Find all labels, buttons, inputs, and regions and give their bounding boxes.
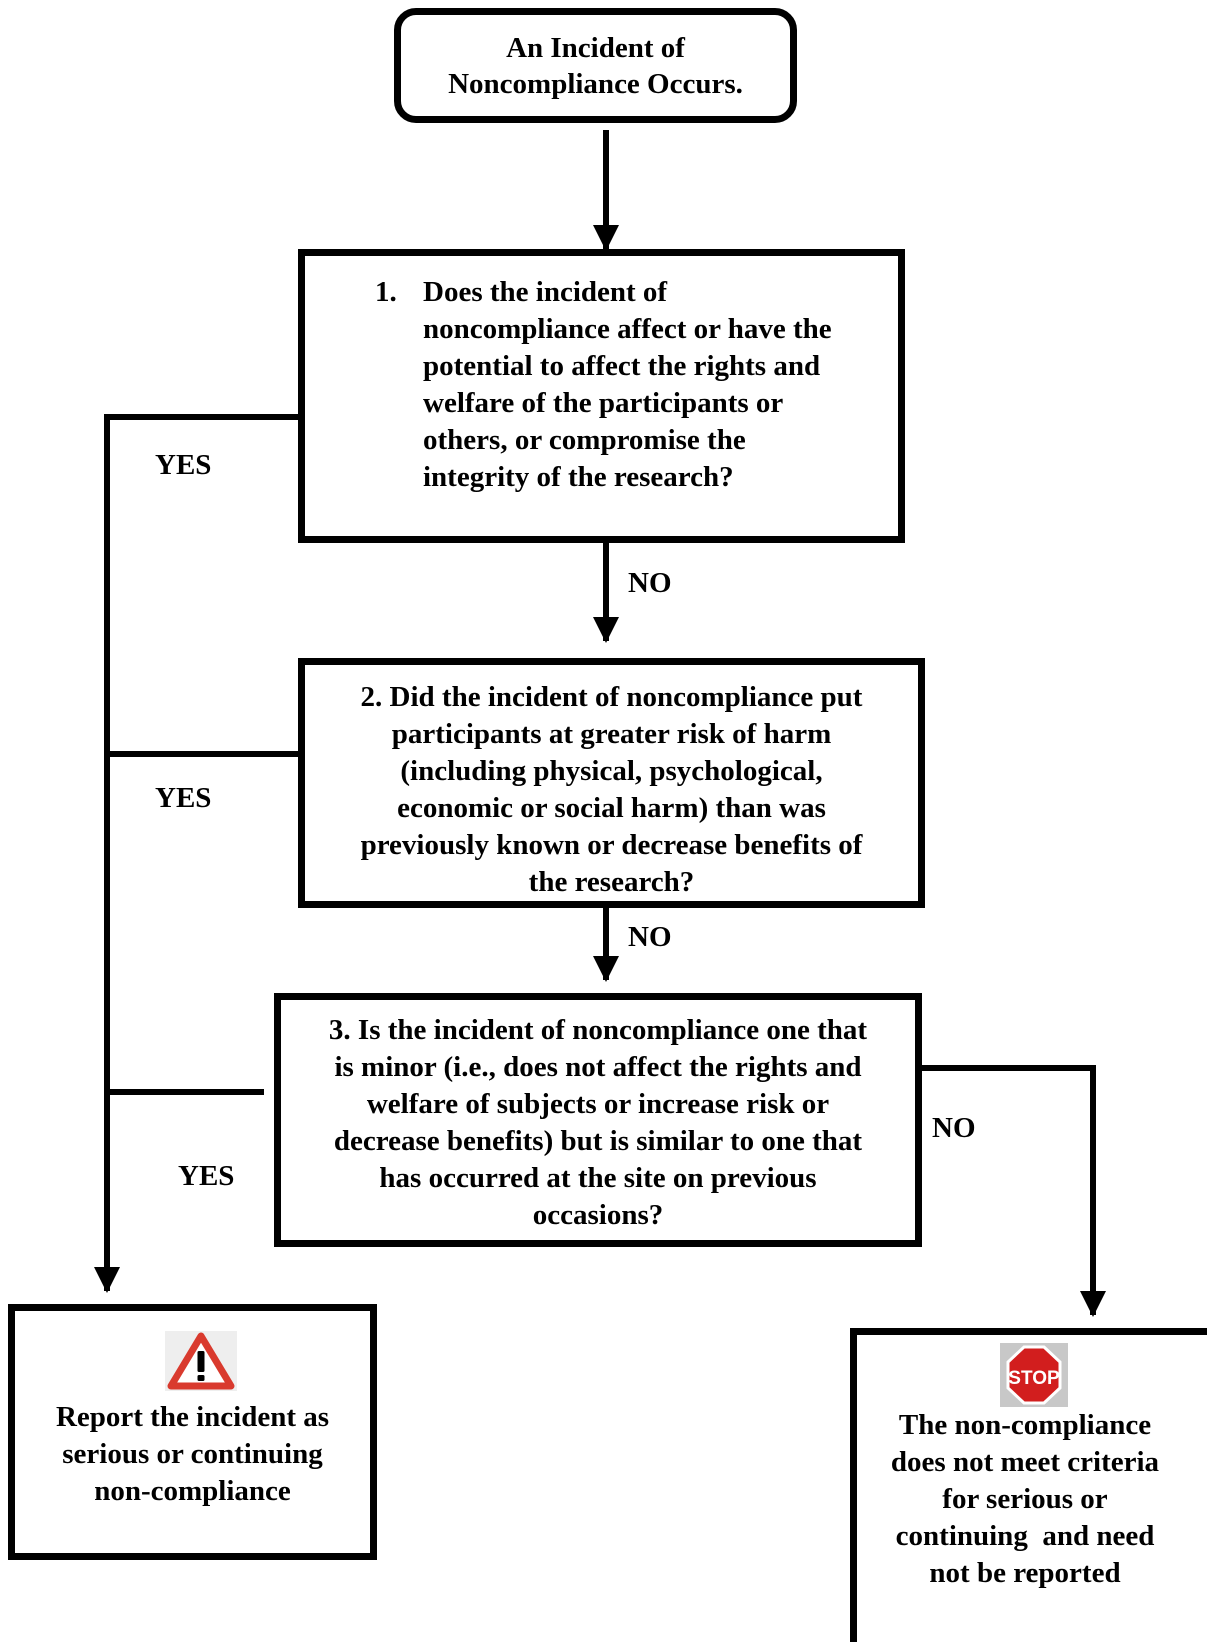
question-1-line: Does the incident of <box>423 276 668 308</box>
no-report-outcome-node: STOP The non-compliance does not meet cr… <box>850 1328 1207 1642</box>
question-1-line: welfare of the participants or <box>423 387 784 419</box>
question-2-text: 2. Did the incident of noncompliance put… <box>315 679 908 901</box>
no-report-outcome-text: The non-compliance does not meet criteri… <box>867 1407 1183 1592</box>
start-node: An Incident of Noncompliance Occurs. <box>394 8 797 123</box>
q2-yes-label: YES <box>155 782 212 814</box>
report-line: non-compliance <box>94 1475 291 1507</box>
q1-yes-label: YES <box>155 449 212 481</box>
question-1-line: others, or compromise the <box>423 424 746 456</box>
q3-no-arrow <box>922 1065 1106 1317</box>
q2-no-label: NO <box>628 921 672 953</box>
q3-yes-label: YES <box>178 1160 235 1192</box>
stop-icon: STOP <box>1000 1343 1068 1407</box>
start-line: Noncompliance Occurs. <box>448 67 743 100</box>
question-3-line: occasions? <box>532 1199 664 1231</box>
question-2-node: 2. Did the incident of noncompliance put… <box>298 658 925 908</box>
question-1-line: noncompliance affect or have the <box>423 313 832 345</box>
warning-icon <box>165 1331 237 1391</box>
start-node-text: An Incident of Noncompliance Occurs. <box>448 30 743 102</box>
no-report-line: not be reported <box>929 1557 1121 1589</box>
question-1-text: Does the incident of noncompliance affec… <box>423 274 884 496</box>
question-2-line: participants at greater risk of harm <box>391 718 832 750</box>
no-report-line: for serious or <box>942 1483 1108 1515</box>
question-1-line: integrity of the research? <box>423 461 734 493</box>
question-2-line: (including physical, psychological, <box>400 755 823 787</box>
question-3-line: welfare of subjects or increase risk or <box>366 1088 830 1120</box>
question-3-line: decrease benefits) but is similar to one… <box>333 1125 863 1157</box>
question-3-text: 3. Is the incident of noncompliance one … <box>291 1012 905 1234</box>
report-line: Report the incident as <box>55 1401 330 1433</box>
start-line: An Incident of <box>506 31 685 64</box>
question-1-node: 1. Does the incident of noncompliance af… <box>298 249 905 543</box>
no-report-line: continuing and need <box>895 1520 1155 1552</box>
question-2-line: economic or social harm) than was <box>397 792 826 824</box>
question-2-line: 2. Did the incident of noncompliance put <box>360 681 863 713</box>
no-report-line: The non-compliance <box>898 1409 1152 1441</box>
question-3-line: 3. Is the incident of noncompliance one … <box>328 1014 868 1046</box>
question-2-line: the research? <box>528 866 695 898</box>
no-report-line: does not meet criteria <box>890 1446 1160 1478</box>
q1-no-label: NO <box>628 567 672 599</box>
report-outcome-node: Report the incident as serious or contin… <box>8 1304 377 1560</box>
question-2-line: previously known or decrease benefits of <box>360 829 863 861</box>
question-1-line: potential to affect the rights and <box>423 350 821 382</box>
question-3-line: has occurred at the site on previous <box>379 1162 817 1194</box>
q3-no-label: NO <box>932 1112 976 1144</box>
question-3-node: 3. Is the incident of noncompliance one … <box>274 993 922 1247</box>
report-outcome-text: Report the incident as serious or contin… <box>21 1399 364 1510</box>
stop-icon-label: STOP <box>1008 1368 1060 1389</box>
question-3-line: is minor (i.e., does not affect the righ… <box>334 1051 862 1083</box>
question-1-number: 1. <box>375 276 397 308</box>
report-line: serious or continuing <box>62 1438 323 1470</box>
